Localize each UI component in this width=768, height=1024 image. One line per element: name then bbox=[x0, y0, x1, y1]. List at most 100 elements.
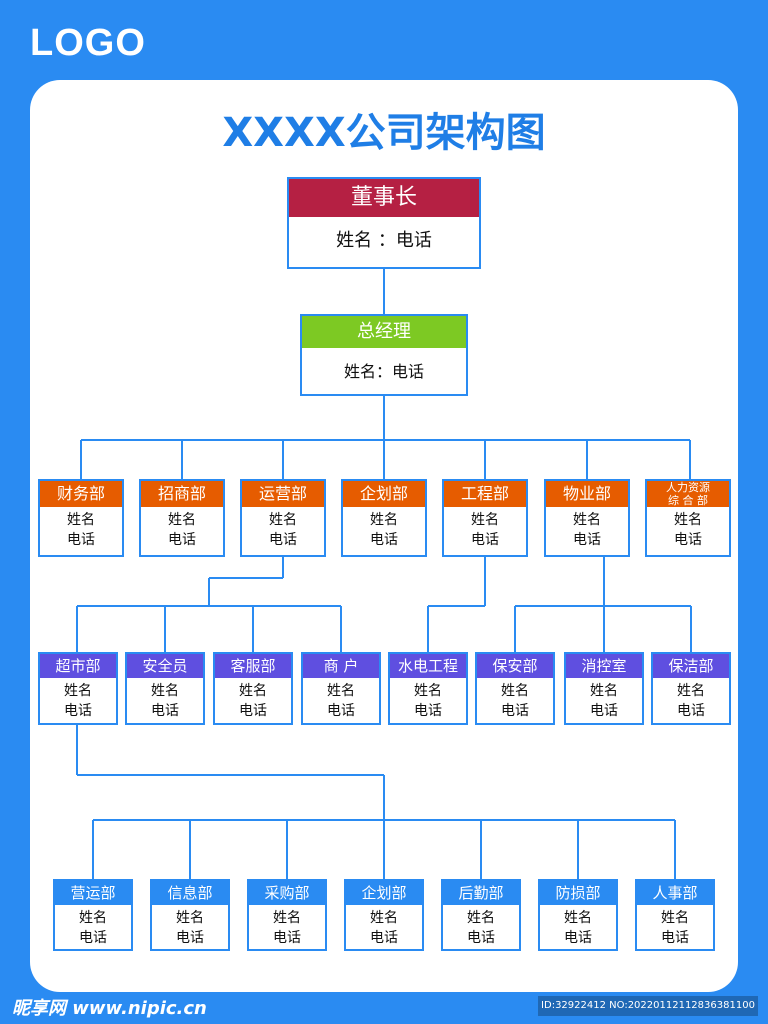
name-label: 姓名 bbox=[471, 512, 499, 528]
gm-title: 总经理 bbox=[302, 316, 466, 348]
sub-dept-box: 保安部 姓名电话 bbox=[475, 652, 555, 725]
phone-label: 电话 bbox=[370, 930, 398, 946]
name-label: 姓名 bbox=[370, 512, 398, 528]
name-label: 姓名 bbox=[501, 683, 529, 699]
market-dept-title: 采购部 bbox=[249, 881, 325, 905]
phone-label: 电话 bbox=[176, 930, 204, 946]
market-dept-box: 企划部 姓名电话 bbox=[344, 879, 424, 951]
phone-label: 电话 bbox=[327, 703, 355, 719]
market-dept-box: 营运部 姓名电话 bbox=[53, 879, 133, 951]
name-label: 姓名 bbox=[674, 512, 702, 528]
phone-label: 电话 bbox=[64, 703, 92, 719]
sub-dept-title: 保安部 bbox=[477, 654, 553, 678]
phone-label: 电话 bbox=[564, 930, 592, 946]
name-label: 姓名 bbox=[564, 910, 592, 926]
chairman-box: 董事长 姓名 ：电话 bbox=[287, 177, 481, 269]
sub-dept-box: 水电工程 姓名电话 bbox=[388, 652, 468, 725]
name-label: 姓名 bbox=[661, 910, 689, 926]
phone-label: 电话 bbox=[661, 930, 689, 946]
sub-dept-title: 商 户 bbox=[303, 654, 379, 678]
gm-info: 姓名：电话 bbox=[343, 362, 424, 381]
market-dept-title: 人事部 bbox=[637, 881, 713, 905]
name-label: 姓名 bbox=[467, 910, 495, 926]
sub-dept-box: 商 户 姓名电话 bbox=[301, 652, 381, 725]
name-label: 姓名 bbox=[239, 683, 267, 699]
dept-title: 财务部 bbox=[40, 481, 122, 507]
page-title: XXXX公司架构图 bbox=[222, 110, 546, 156]
sub-dept-title: 超市部 bbox=[40, 654, 116, 678]
logo-text: LOGO bbox=[30, 22, 146, 64]
sub-dept-box: 消控室 姓名电话 bbox=[564, 652, 644, 725]
dept-box: 招商部 姓名电话 bbox=[139, 479, 225, 557]
phone-label: 电话 bbox=[269, 532, 297, 548]
dept-title: 招商部 bbox=[141, 481, 223, 507]
sub-dept-box: 安全员 姓名电话 bbox=[125, 652, 205, 725]
name-label: 姓名 bbox=[176, 910, 204, 926]
phone-label: 电话 bbox=[674, 532, 702, 548]
market-dept-title: 信息部 bbox=[152, 881, 228, 905]
hr-dept-title: 人力资源 综 合 部 bbox=[647, 481, 729, 507]
sub-dept-box: 超市部 姓名电话 bbox=[38, 652, 118, 725]
name-label: 姓名 bbox=[414, 683, 442, 699]
name-label: 姓名 bbox=[327, 683, 355, 699]
sub-dept-title: 保洁部 bbox=[653, 654, 729, 678]
phone-label: 电话 bbox=[467, 930, 495, 946]
name-label: 姓名 bbox=[677, 683, 705, 699]
phone-label: 电话 bbox=[471, 532, 499, 548]
phone-label: 电话 bbox=[590, 703, 618, 719]
hr-dept-line1: 人力资源 bbox=[666, 481, 710, 494]
phone-label: 电话 bbox=[273, 930, 301, 946]
market-dept-box: 后勤部 姓名电话 bbox=[441, 879, 521, 951]
name-label: 姓名 bbox=[269, 512, 297, 528]
watermark-site: 昵享网 www.nipic.cn bbox=[12, 998, 207, 1019]
phone-label: 电话 bbox=[239, 703, 267, 719]
phone-label: 电话 bbox=[677, 703, 705, 719]
name-label: 姓名 bbox=[590, 683, 618, 699]
market-dept-box: 采购部 姓名电话 bbox=[247, 879, 327, 951]
name-label: 姓名 bbox=[79, 910, 107, 926]
phone-label: 电话 bbox=[501, 703, 529, 719]
market-dept-title: 企划部 bbox=[346, 881, 422, 905]
phone-label: 电话 bbox=[67, 532, 95, 548]
hr-dept-box: 人力资源 综 合 部 姓名电话 bbox=[645, 479, 731, 557]
gm-box: 总经理 姓名：电话 bbox=[300, 314, 468, 396]
sub-dept-title: 客服部 bbox=[215, 654, 291, 678]
dept-box: 物业部 姓名电话 bbox=[544, 479, 630, 557]
name-label: 姓名 bbox=[67, 512, 95, 528]
sub-dept-title: 安全员 bbox=[127, 654, 203, 678]
market-dept-title: 后勤部 bbox=[443, 881, 519, 905]
dept-box: 运营部 姓名电话 bbox=[240, 479, 326, 557]
phone-label: 电话 bbox=[370, 532, 398, 548]
chairman-info: 姓名 ：电话 bbox=[336, 230, 432, 251]
phone-label: 电话 bbox=[573, 532, 601, 548]
hr-dept-line2: 综 合 部 bbox=[668, 494, 708, 507]
name-label: 姓名 bbox=[573, 512, 601, 528]
dept-box: 企划部 姓名电话 bbox=[341, 479, 427, 557]
phone-label: 电话 bbox=[79, 930, 107, 946]
dept-title: 工程部 bbox=[444, 481, 526, 507]
dept-title: 运营部 bbox=[242, 481, 324, 507]
chairman-title: 董事长 bbox=[289, 179, 479, 217]
sub-dept-title: 水电工程 bbox=[390, 654, 466, 678]
market-dept-box: 人事部 姓名电话 bbox=[635, 879, 715, 951]
phone-label: 电话 bbox=[151, 703, 179, 719]
dept-title: 物业部 bbox=[546, 481, 628, 507]
market-dept-box: 防损部 姓名电话 bbox=[538, 879, 618, 951]
dept-title: 企划部 bbox=[343, 481, 425, 507]
dept-box: 工程部 姓名电话 bbox=[442, 479, 528, 557]
dept-box: 财务部 姓名电话 bbox=[38, 479, 124, 557]
phone-label: 电话 bbox=[168, 532, 196, 548]
market-dept-box: 信息部 姓名电话 bbox=[150, 879, 230, 951]
name-label: 姓名 bbox=[64, 683, 92, 699]
name-label: 姓名 bbox=[370, 910, 398, 926]
name-label: 姓名 bbox=[168, 512, 196, 528]
market-dept-title: 营运部 bbox=[55, 881, 131, 905]
name-label: 姓名 bbox=[151, 683, 179, 699]
sub-dept-title: 消控室 bbox=[566, 654, 642, 678]
phone-label: 电话 bbox=[414, 703, 442, 719]
watermark-id: ID:32922412 NO:20220112112836381100 bbox=[538, 996, 758, 1016]
sub-dept-box: 客服部 姓名电话 bbox=[213, 652, 293, 725]
name-label: 姓名 bbox=[273, 910, 301, 926]
market-dept-title: 防损部 bbox=[540, 881, 616, 905]
